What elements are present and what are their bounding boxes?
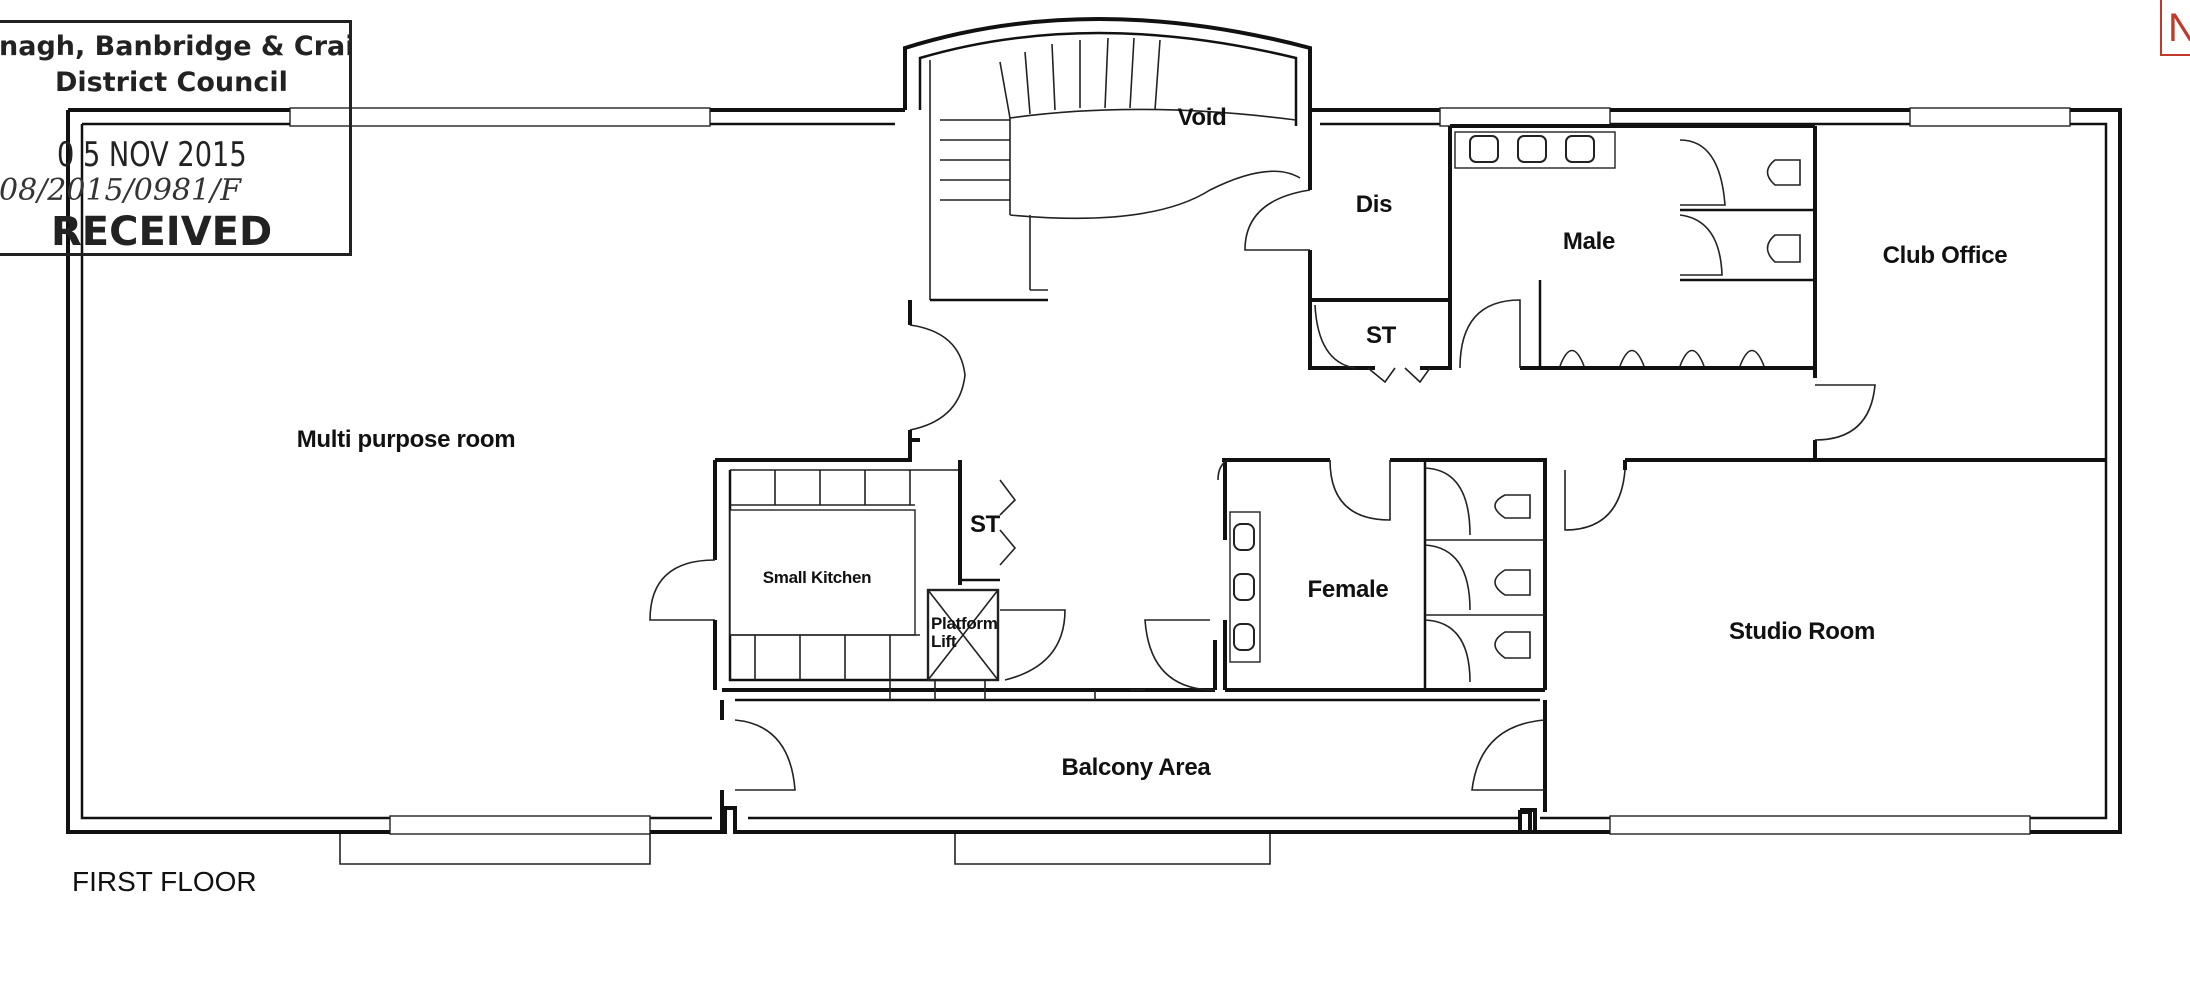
stamp-council-line2: District Council — [55, 67, 288, 98]
label-small-kitchen: Small Kitchen — [762, 568, 872, 587]
stamp-date: 0 5 NOV 2015 — [57, 135, 247, 175]
outer-walls — [66, 107, 2122, 865]
interior-walls — [649, 124, 2106, 832]
stamp-council-line1: nagh, Banbridge & Craigavon — [0, 31, 352, 62]
label-platform-lift: Platform Lift — [931, 614, 998, 651]
stamp-received: RECEIVED — [51, 209, 273, 255]
label-male: Male — [1562, 228, 1616, 255]
label-studio-room: Studio Room — [1728, 618, 1876, 645]
label-dis: Dis — [1355, 191, 1393, 218]
north-mark: N — [2160, 0, 2190, 56]
floor-title: FIRST FLOOR — [72, 866, 257, 897]
label-st-top: ST — [1365, 322, 1397, 349]
label-void: Void — [1177, 104, 1227, 131]
label-balcony-area: Balcony Area — [1061, 754, 1211, 781]
stamp-reference: 08/2015/0981/F — [0, 173, 242, 208]
label-multi-purpose-room: Multi purpose room — [296, 426, 516, 453]
label-female: Female — [1307, 576, 1389, 603]
label-club-office: Club Office — [1882, 242, 2008, 269]
stair-void — [903, 17, 1312, 302]
received-stamp: nagh, Banbridge & Craigavon District Cou… — [0, 20, 352, 256]
label-st-mid: ST — [969, 511, 1001, 538]
